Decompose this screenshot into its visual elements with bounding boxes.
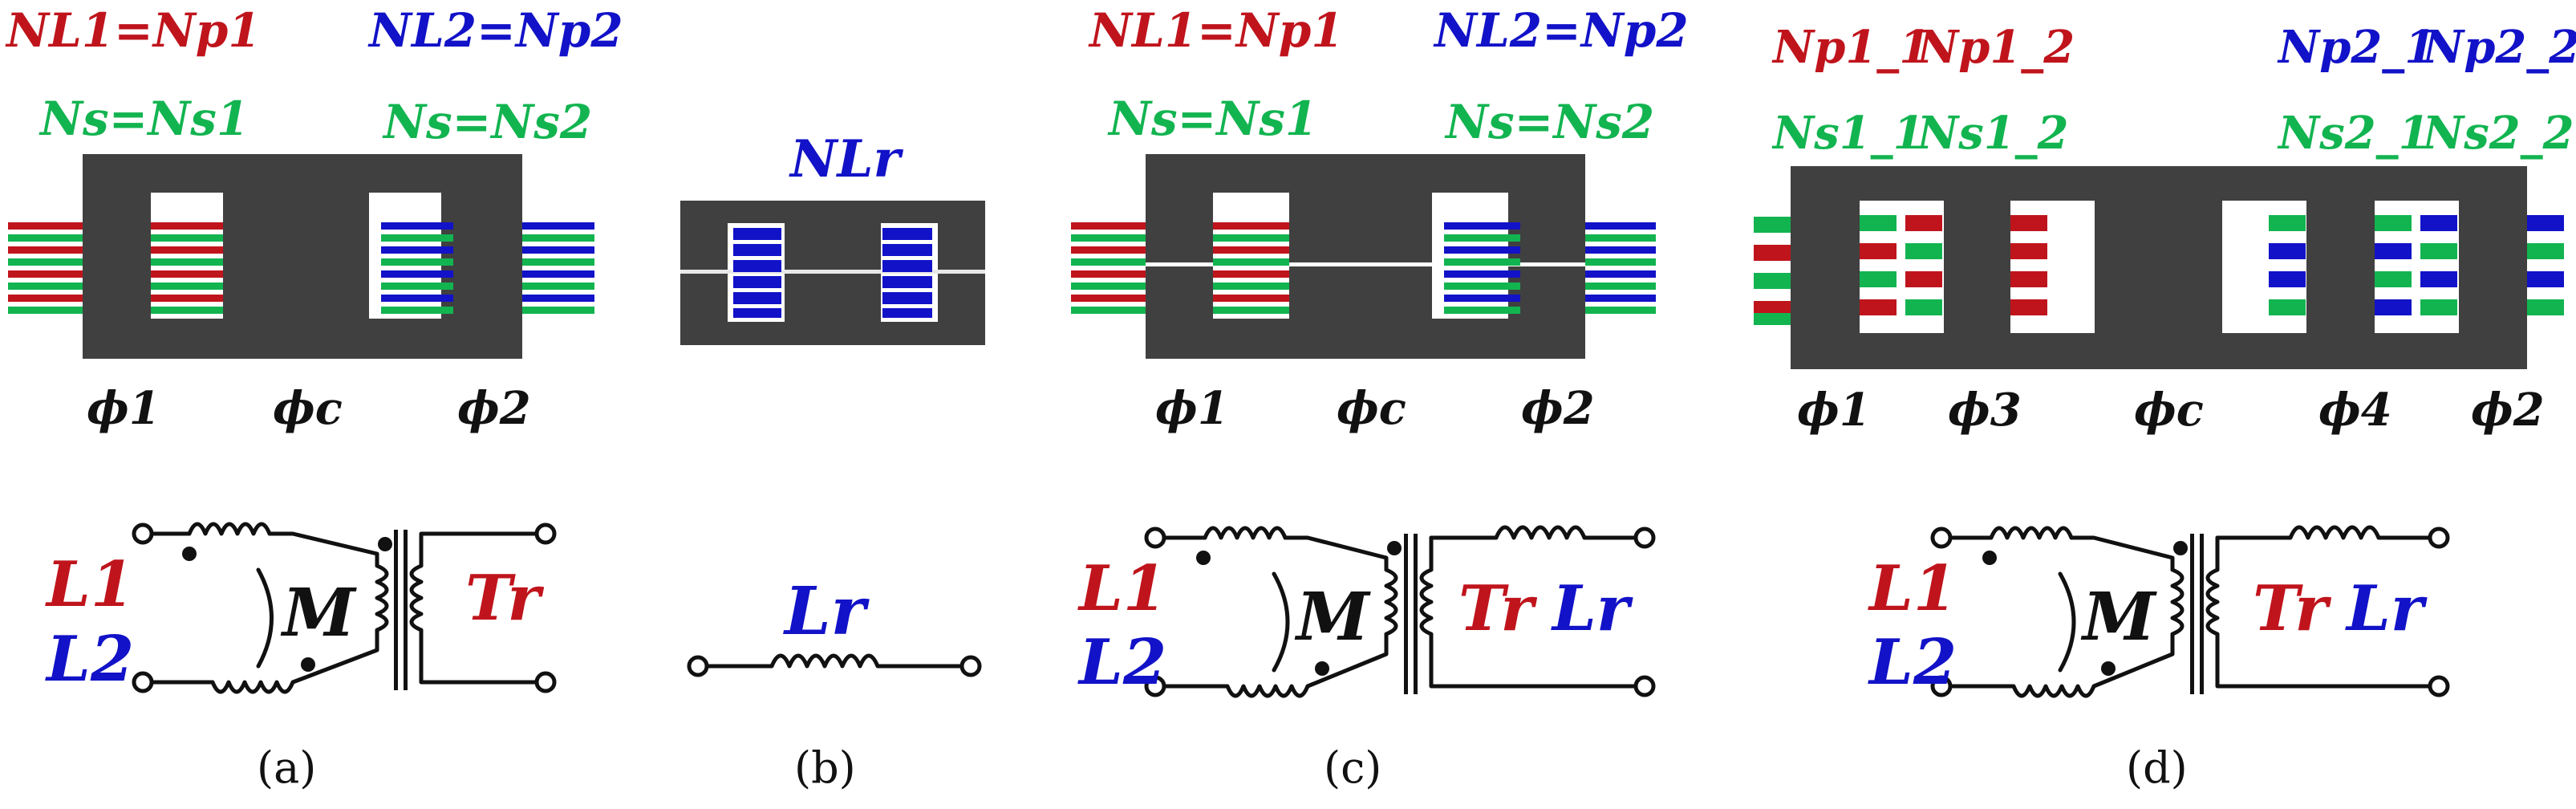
transformer-secondary-winding: [409, 531, 542, 685]
flux-phi-3: ϕ3: [1948, 384, 2022, 437]
terminal-bottom-left: [132, 671, 154, 693]
primary-winding-right-outer: [1585, 222, 1656, 314]
winding-leg-2-outer: [2527, 215, 2564, 315]
coupled-inductor-circuit: [1144, 525, 1656, 698]
label-lr: Lr: [2345, 572, 2428, 645]
center-leg-bottom: [785, 274, 881, 322]
label-l1: L1: [45, 548, 134, 621]
panel-d: Np1_1 Np1_2 Np2_1 Np2_2 Ns1_1 Ns1_2 Ns2_…: [1754, 21, 2576, 793]
flux-phi-4: ϕ4: [2318, 384, 2392, 437]
label-m: M: [280, 575, 357, 652]
inductor-winding-left: [733, 228, 781, 318]
panel-c: NL1=Np1 NL2=Np2 Ns=Ns1 Ns=Ns2: [1071, 3, 1689, 793]
eq-nl1-np1: NL1=Np1: [1088, 3, 1344, 58]
label-m: M: [1294, 579, 1371, 656]
label-tr: Tr: [465, 562, 544, 635]
terminal-bottom-right: [534, 671, 557, 693]
winding-leg-4: [2269, 215, 2306, 315]
transformer-core: [83, 154, 522, 359]
flux-phi-2: ϕ2: [1521, 382, 1595, 435]
label-tr: Tr: [1458, 572, 1537, 645]
panel-b: NLr Lr (b): [680, 129, 985, 793]
primary-winding-left-inner: [151, 222, 223, 314]
polarity-dot-bottom: [301, 657, 315, 672]
eq-nl2-np2: NL2=Np2: [367, 3, 623, 58]
label-ns1-2: Ns1_2: [1916, 107, 2069, 160]
label-np1-2: Np1_2: [1916, 21, 2075, 74]
panel-a: NL1=Np1 NL2=Np2 Ns=Ns1 Ns=Ns2: [5, 3, 623, 793]
primary-winding-right-inner: [381, 222, 453, 314]
caption-c: (c): [1324, 742, 1381, 793]
flux-phi-1: ϕ1: [87, 382, 160, 435]
eq-ns-ns2: Ns=Ns2: [382, 95, 592, 149]
winding-leg-1-inner: [1860, 215, 1942, 315]
eq-nl1-np1: NL1=Np1: [5, 3, 261, 58]
core-line-2: [404, 530, 408, 690]
coupled-inductor-circuit: [1930, 525, 2450, 698]
label-np1-1: Np1_1: [1771, 21, 1930, 74]
caption-b: (b): [794, 742, 856, 793]
polarity-dot-top: [182, 547, 197, 561]
winding-leg-2-inner: [2375, 215, 2457, 315]
primary-winding-left-inner: [1213, 222, 1289, 314]
core-line-1: [394, 530, 398, 690]
label-m: M: [2080, 579, 2157, 656]
flux-phi-1: ϕ1: [1155, 382, 1229, 435]
primary-winding-left-outer: [1071, 222, 1146, 314]
eq-nl2-np2: NL2=Np2: [1433, 3, 1689, 58]
coupled-inductor-winding: [149, 522, 389, 694]
coupled-inductor-circuit: [132, 522, 557, 694]
label-np2-1: Np2_1: [2277, 21, 2436, 74]
flux-phi-c: ϕc: [273, 382, 343, 435]
terminal-top-right: [534, 522, 557, 545]
label-l2: L2: [45, 623, 134, 696]
primary-winding-left-outer: [8, 222, 83, 314]
inductor-circuit: [687, 653, 982, 677]
mutual-coupling-arc: [256, 567, 274, 669]
label-l2: L2: [1077, 626, 1166, 699]
label-lr: Lr: [1551, 572, 1633, 645]
terminal-top-left: [132, 522, 154, 545]
inductor-coil: [704, 653, 964, 669]
caption-d: (d): [2126, 742, 2188, 793]
transformer-core: [1146, 154, 1585, 359]
polarity-dot-primary: [378, 537, 392, 551]
air-gap-line: [1146, 262, 1585, 266]
label-ns2-2: Ns2_2: [2421, 107, 2574, 160]
label-tr: Tr: [2253, 572, 2331, 645]
flux-phi-1: ϕ1: [1797, 384, 1871, 437]
inductor-winding-right: [882, 228, 932, 318]
flux-phi-2: ϕ2: [457, 382, 531, 435]
label-l1: L1: [1868, 552, 1957, 625]
primary-winding-right-inner: [1444, 222, 1520, 314]
eq-ns-ns2: Ns=Ns2: [1444, 95, 1654, 149]
winding-leg-1-outer: [1754, 217, 1791, 325]
winding-nlr: NLr: [789, 129, 904, 189]
flux-phi-2: ϕ2: [2471, 384, 2545, 437]
label-l2: L2: [1868, 626, 1957, 699]
eq-ns-ns1: Ns=Ns1: [1107, 91, 1317, 146]
air-gap: [680, 270, 985, 274]
eq-ns-ns1: Ns=Ns1: [39, 91, 249, 146]
label-np2-2: Np2_2: [2421, 21, 2576, 74]
caption-a: (a): [257, 742, 316, 793]
label-ns1-1: Ns1_1: [1771, 107, 1925, 160]
winding-leg-3: [2010, 215, 2047, 315]
label-lr: Lr: [783, 573, 870, 650]
flux-phi-c: ϕc: [2134, 384, 2204, 437]
label-l1: L1: [1077, 552, 1166, 625]
primary-winding-right-outer: [522, 222, 594, 314]
label-ns2-1: Ns2_1: [2277, 107, 2430, 160]
center-leg-top: [785, 223, 881, 270]
flux-phi-c: ϕc: [1337, 382, 1406, 435]
